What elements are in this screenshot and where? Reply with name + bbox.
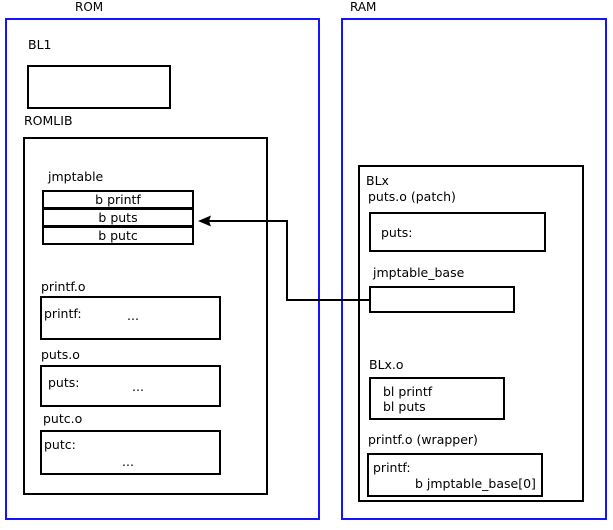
bl1-label: BL1: [28, 37, 52, 52]
connector-segment-top: [208, 220, 288, 222]
printf-wrapper-line2: b jmptable_base[0]: [415, 476, 536, 491]
puts-o-symbol: puts:: [48, 375, 80, 390]
puts-o-box: puts: ...: [40, 365, 221, 407]
jmptable-entry-printf: b printf: [42, 190, 194, 209]
puts-patch-box: puts:: [369, 212, 546, 252]
printf-o-box: printf: ...: [40, 296, 221, 340]
blx-label: BLx: [366, 173, 389, 188]
rom-region: [5, 18, 320, 520]
jmptable-label: jmptable: [48, 169, 104, 184]
rom-region-label: ROM: [75, 0, 104, 14]
romlib-label: ROMLIB: [24, 113, 73, 128]
jmptable-base-label: jmptable_base: [373, 265, 465, 280]
jmptable-entry-puts-text: b puts: [98, 210, 138, 225]
printf-wrapper-label: printf.o (wrapper): [368, 432, 478, 447]
putc-o-body: ...: [122, 454, 134, 469]
puts-patch-symbol: puts:: [381, 225, 413, 240]
jmptable-entry-putc-text: b putc: [98, 228, 138, 243]
jmptable-entry-printf-text: b printf: [95, 192, 141, 207]
putc-o-label: putc.o: [43, 411, 83, 426]
puts-o-label: puts.o: [41, 347, 80, 362]
blx-o-box: bl printf bl puts: [369, 377, 505, 420]
ram-region-label: RAM: [350, 0, 377, 14]
connector-segment-vertical: [286, 220, 288, 301]
blx-o-line1: bl printf: [383, 384, 433, 399]
blx-o-label: BLx.o: [369, 357, 404, 372]
printf-o-symbol: printf:: [44, 306, 82, 321]
printf-wrapper-box: printf: b jmptable_base[0]: [367, 453, 543, 497]
ram-region: [341, 18, 607, 520]
putc-o-symbol: putc:: [44, 437, 76, 452]
printf-o-label: printf.o: [41, 279, 86, 294]
jmptable-entry-putc: b putc: [42, 226, 194, 245]
blx-group: [358, 165, 584, 502]
blx-o-line2: bl puts: [383, 399, 426, 414]
jmptable-entry-puts: b puts: [42, 208, 194, 227]
connector-segment-bottom: [286, 299, 369, 301]
romlib-group: [23, 137, 268, 495]
bl1-box: [27, 65, 171, 109]
puts-patch-label: puts.o (patch): [368, 189, 456, 204]
printf-wrapper-line1: printf:: [373, 460, 411, 475]
connector-arrowhead-icon: [198, 215, 211, 227]
jmptable-base-box: [369, 286, 515, 313]
putc-o-box: putc: ...: [40, 430, 221, 475]
printf-o-body: ...: [127, 308, 139, 323]
puts-o-body: ...: [132, 379, 144, 394]
